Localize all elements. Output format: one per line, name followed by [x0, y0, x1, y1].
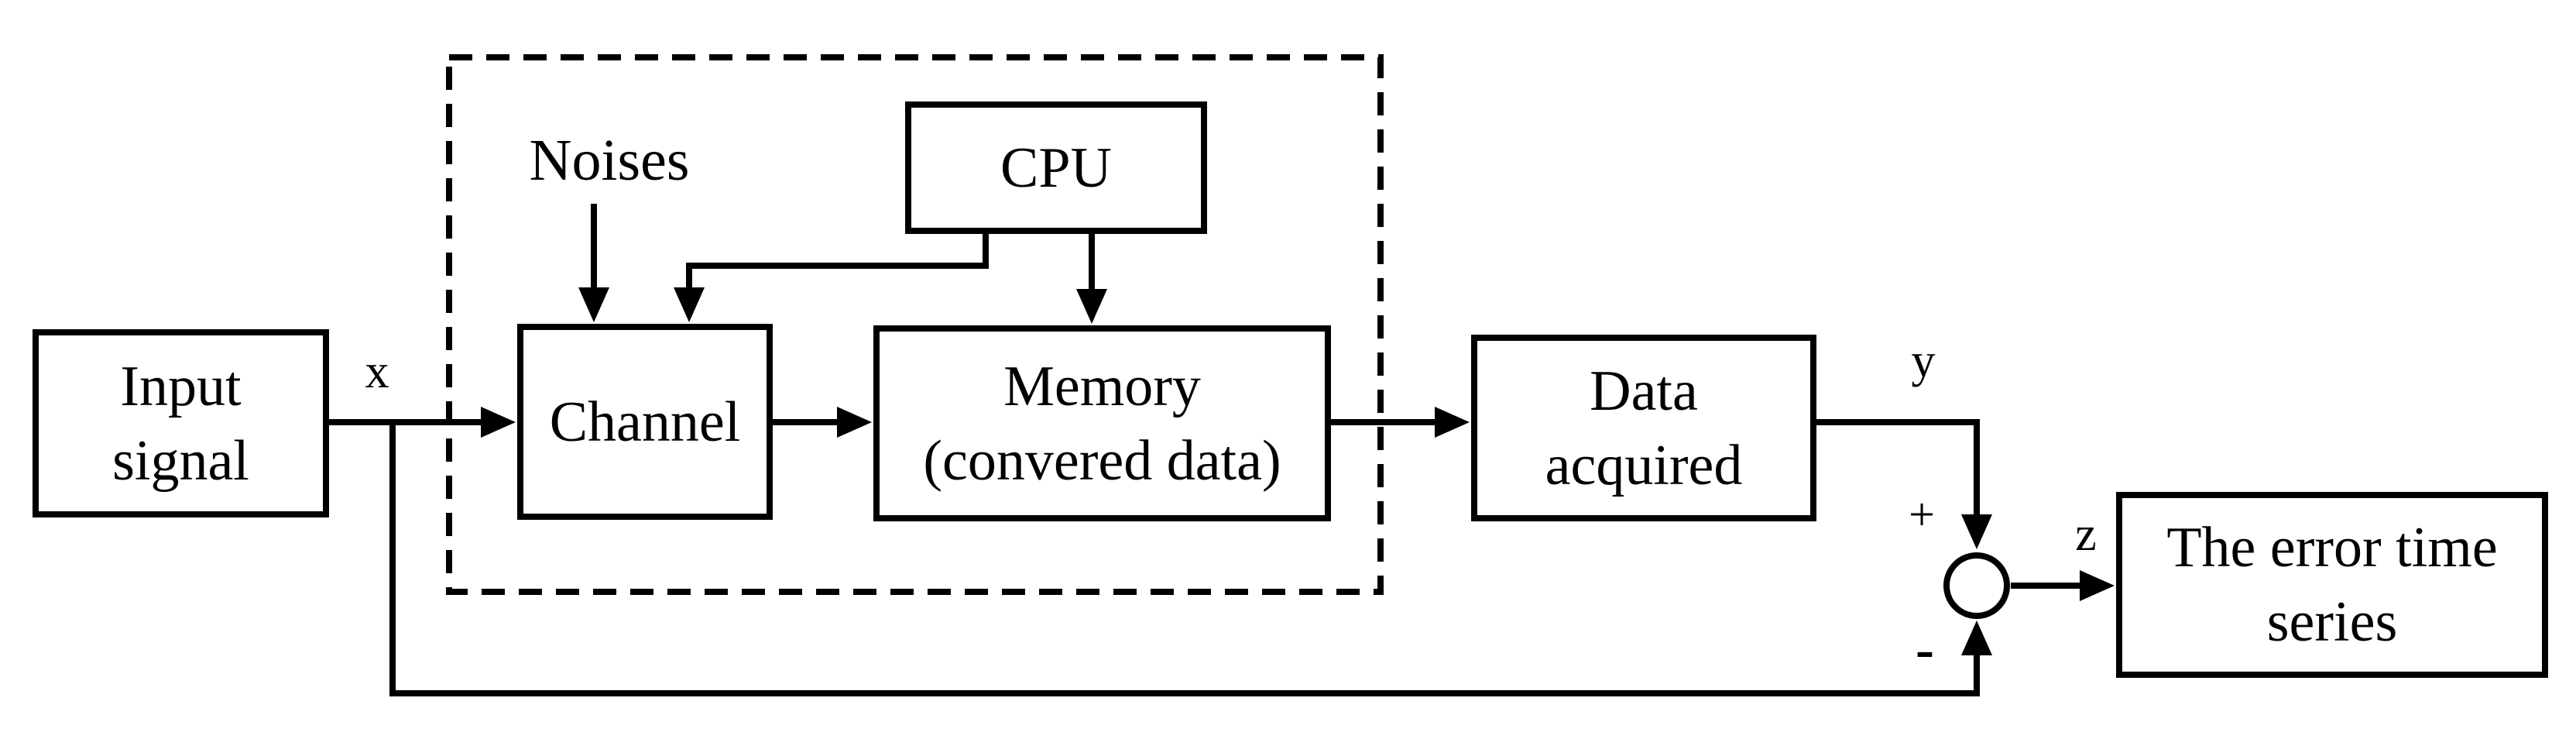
noises-label: Noises: [529, 128, 690, 193]
memory-label-line1: Memory: [1003, 354, 1201, 418]
input-signal-label-line2: signal: [112, 428, 249, 493]
cpu-to-channel-line: [686, 233, 989, 287]
data-to-sum-line: [1816, 419, 1980, 514]
input-signal-label-line1: Input: [120, 354, 242, 418]
channel-to-memory-arrowhead: [837, 407, 872, 438]
plus-sign-label: +: [1909, 489, 1935, 540]
cpu-to-channel-arrowhead: [674, 287, 705, 322]
sum-to-error-arrowhead: [2080, 570, 2115, 601]
feedback-up-arrowhead: [1961, 621, 1992, 655]
channel-label: Channel: [549, 390, 741, 454]
cpu-label: CPU: [1000, 136, 1112, 200]
signal-x-label: x: [365, 345, 389, 398]
error-time-series-label-line2: series: [2266, 590, 2398, 654]
cpu-to-memory-arrowhead: [1076, 289, 1107, 324]
memory-label-line2: (convered data): [923, 428, 1281, 493]
input-to-channel-arrowhead: [481, 407, 516, 438]
data-to-sum-arrowhead: [1961, 514, 1992, 549]
minus-sign-label: -: [1916, 618, 1934, 680]
noises-arrowhead: [578, 287, 609, 322]
data-acquired-box: Data acquired: [1471, 335, 1816, 521]
memory-to-data-arrowhead: [1435, 407, 1470, 438]
data-acquired-label-line2: acquired: [1545, 433, 1743, 497]
feedback-line: [389, 422, 1980, 696]
dashed-boundary-box: [446, 54, 1384, 595]
memory-box: Memory (convered data): [873, 325, 1331, 521]
input-signal-box: Input signal: [33, 329, 329, 517]
channel-box: Channel: [517, 324, 773, 520]
signal-z-label: z: [2075, 508, 2097, 561]
data-acquired-label-line1: Data: [1590, 359, 1698, 423]
cpu-box: CPU: [905, 101, 1207, 234]
summing-junction-circle: [1943, 552, 2010, 619]
signal-y-label: y: [1911, 335, 1936, 387]
error-time-series-box: The error time series: [2116, 492, 2548, 678]
error-time-series-label-line1: The error time: [2166, 516, 2498, 579]
